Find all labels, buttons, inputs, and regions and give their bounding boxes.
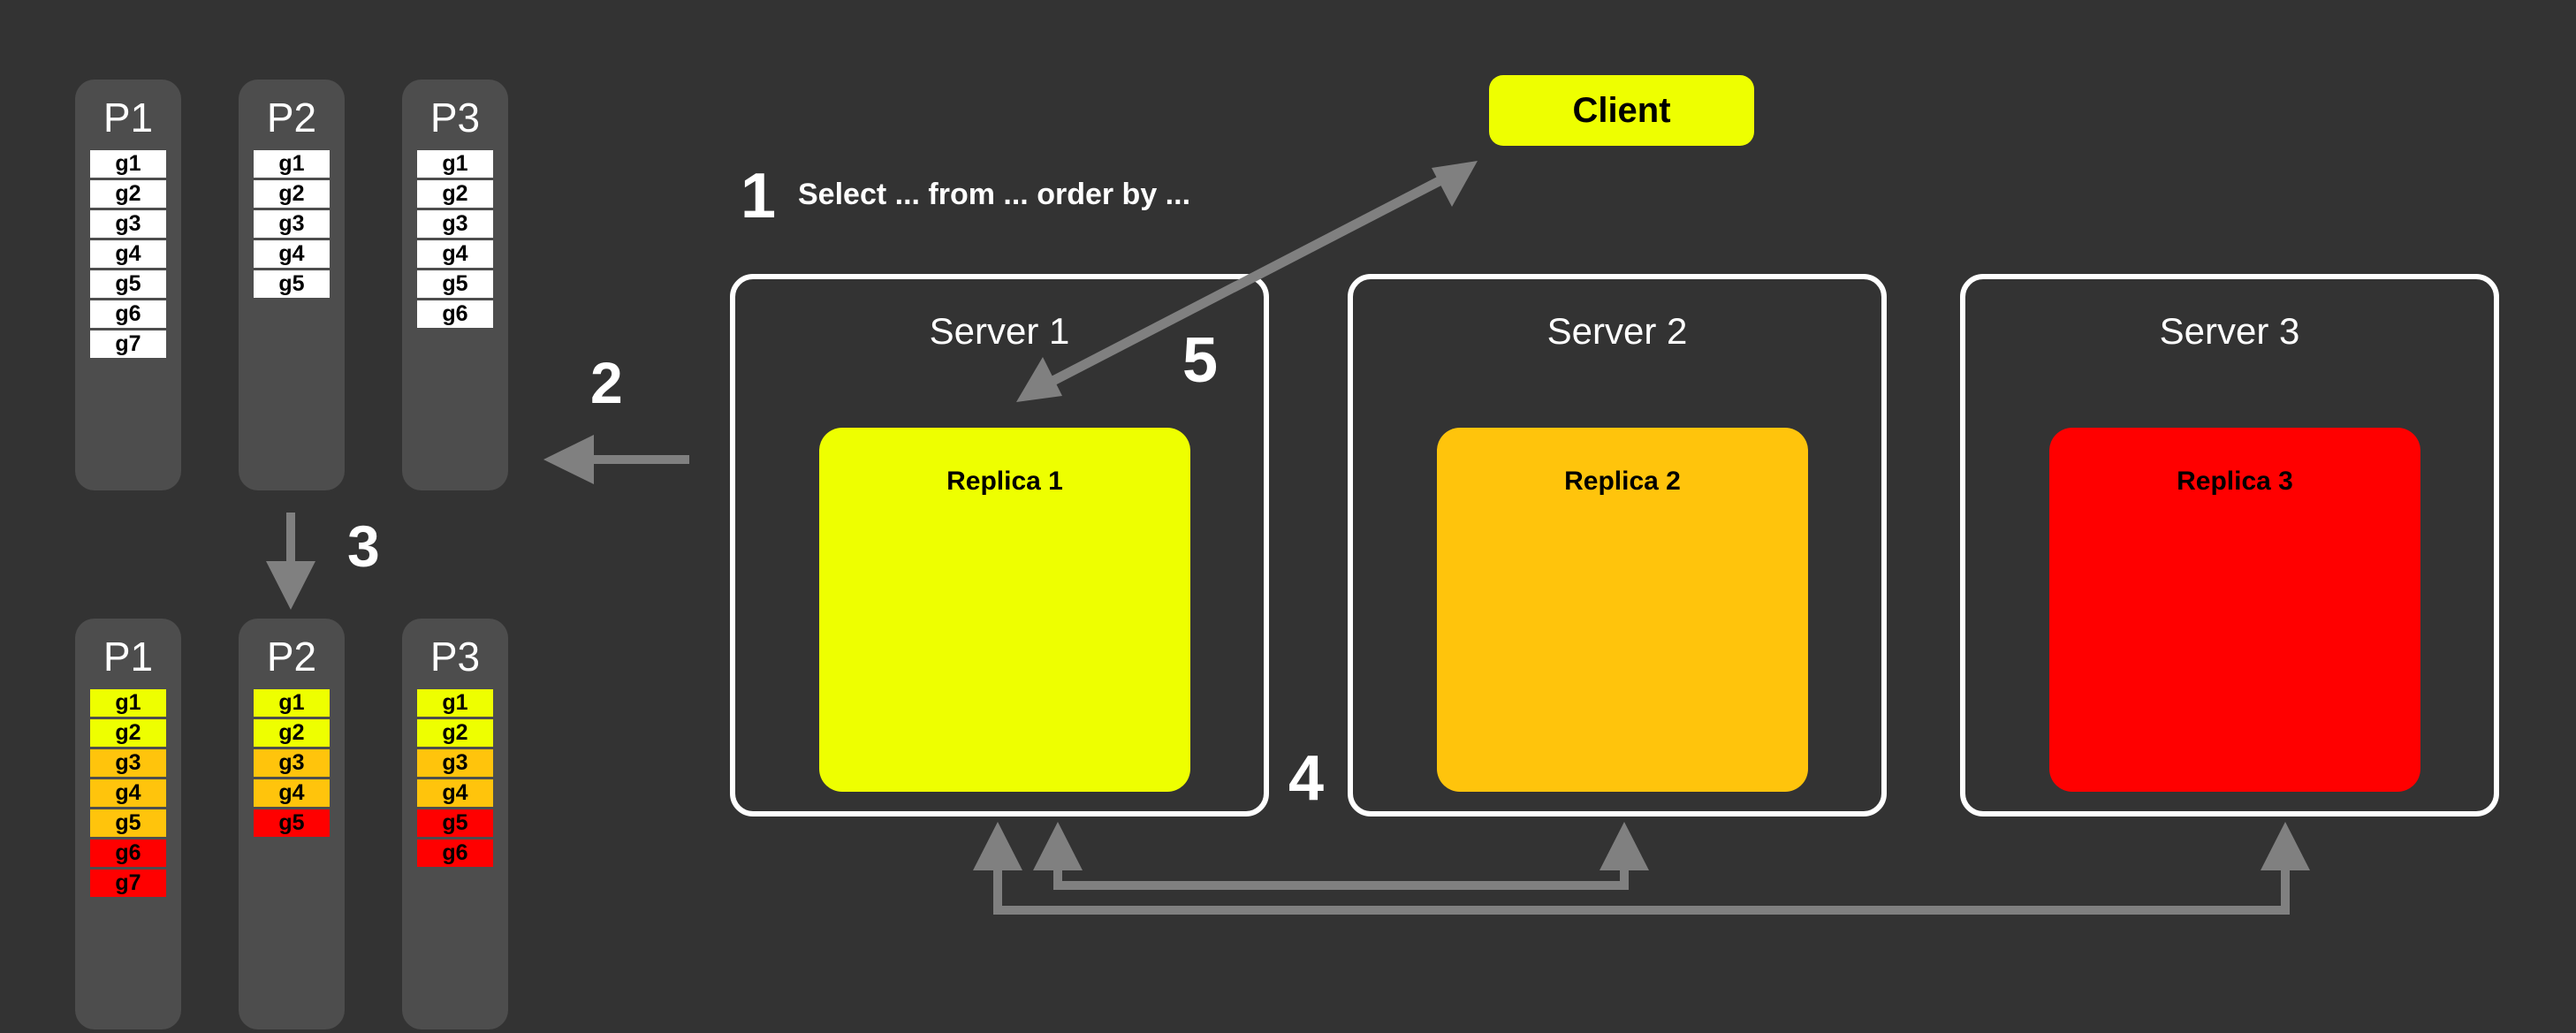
- step-number-1: 1: [741, 161, 777, 232]
- partition-cell: g3: [90, 749, 166, 777]
- partition-cells: g1 g2 g3 g4 g5 g6 g7: [75, 150, 181, 358]
- partition-cell: g3: [417, 210, 493, 238]
- arrow-step-4-outer: [973, 822, 2310, 915]
- partition-cells: g1 g2 g3 g4 g5 g6: [402, 150, 508, 328]
- partition-cell: g5: [90, 809, 166, 837]
- partition-cell: g1: [90, 689, 166, 717]
- partition-column-bottom-p2: P2 g1 g2 g3 g4 g5: [239, 619, 345, 1029]
- partition-title: P3: [429, 634, 481, 680]
- step-number-3: 3: [347, 513, 380, 579]
- replica-1-box[interactable]: Replica 1: [819, 428, 1190, 792]
- partition-cell: g5: [254, 270, 330, 298]
- partition-cell: g4: [90, 240, 166, 268]
- partition-column-bottom-p3: P3 g1 g2 g3 g4 g5 g6: [402, 619, 508, 1029]
- partition-cell: g2: [254, 719, 330, 747]
- partition-cells: g1 g2 g3 g4 g5: [239, 150, 345, 298]
- partition-title: P2: [266, 95, 317, 141]
- partition-cell: g3: [254, 210, 330, 238]
- partition-cells: g1 g2 g3 g4 g5: [239, 689, 345, 837]
- partition-cell: g6: [90, 300, 166, 328]
- partition-cell: g5: [254, 809, 330, 837]
- partition-cell: g3: [417, 749, 493, 777]
- server-2-frame[interactable]: Server 2 Replica 2: [1348, 274, 1887, 817]
- partition-cell: g6: [90, 839, 166, 867]
- partition-cell: g7: [90, 330, 166, 358]
- partition-cell: g2: [254, 180, 330, 208]
- partition-cell: g1: [254, 689, 330, 717]
- partition-cell: g2: [417, 180, 493, 208]
- partition-cell: g5: [417, 270, 493, 298]
- partition-cell: g1: [417, 150, 493, 178]
- step-number-5: 5: [1182, 325, 1219, 396]
- partition-cell: g2: [90, 719, 166, 747]
- partition-cell: g3: [90, 210, 166, 238]
- replica-3-label: Replica 3: [2177, 467, 2293, 496]
- partition-column-top-p1: P1 g1 g2 g3 g4 g5 g6 g7: [75, 80, 181, 490]
- step-number-4: 4: [1288, 743, 1325, 814]
- partition-cell: g1: [254, 150, 330, 178]
- partition-cell: g4: [254, 240, 330, 268]
- partition-cells: g1 g2 g3 g4 g5 g6 g7: [75, 689, 181, 897]
- replica-2-box[interactable]: Replica 2: [1437, 428, 1808, 792]
- partition-cell: g5: [417, 809, 493, 837]
- partition-cell: g4: [254, 779, 330, 807]
- replica-1-label: Replica 1: [946, 467, 1063, 496]
- replica-3-box[interactable]: Replica 3: [2049, 428, 2420, 792]
- partition-cell: g6: [417, 839, 493, 867]
- partition-cell: g2: [90, 180, 166, 208]
- partition-cell: g4: [417, 779, 493, 807]
- client-box[interactable]: Client: [1489, 75, 1754, 146]
- server-3-frame[interactable]: Server 3 Replica 3: [1960, 274, 2499, 817]
- partition-column-top-p2: P2 g1 g2 g3 g4 g5: [239, 80, 345, 490]
- server-2-title: Server 2: [1546, 310, 1688, 352]
- partition-cell: g4: [90, 779, 166, 807]
- partition-cell: g1: [417, 689, 493, 717]
- server-3-title: Server 3: [2159, 310, 2300, 352]
- partition-cell: g6: [417, 300, 493, 328]
- query-caption: Select ... from ... order by ...: [798, 178, 1191, 211]
- server-1-frame[interactable]: Server 1 Replica 1: [730, 274, 1269, 817]
- partition-column-top-p3: P3 g1 g2 g3 g4 g5 g6: [402, 80, 508, 490]
- partition-title: P1: [103, 95, 154, 141]
- partition-title: P1: [103, 634, 154, 680]
- partition-cells: g1 g2 g3 g4 g5 g6: [402, 689, 508, 867]
- partition-cell: g7: [90, 870, 166, 897]
- partition-title: P2: [266, 634, 317, 680]
- partition-title: P3: [429, 95, 481, 141]
- partition-cell: g1: [90, 150, 166, 178]
- arrow-step-2: [543, 435, 689, 484]
- partition-cell: g5: [90, 270, 166, 298]
- partition-cell: g3: [254, 749, 330, 777]
- step-number-2: 2: [590, 350, 623, 415]
- arrow-step-3: [266, 513, 315, 610]
- arrow-step-4-inner: [1033, 822, 1649, 890]
- replica-2-label: Replica 2: [1564, 467, 1681, 496]
- partition-cell: g2: [417, 719, 493, 747]
- partition-cell: g4: [417, 240, 493, 268]
- client-label: Client: [1572, 91, 1671, 130]
- partition-column-bottom-p1: P1 g1 g2 g3 g4 g5 g6 g7: [75, 619, 181, 1029]
